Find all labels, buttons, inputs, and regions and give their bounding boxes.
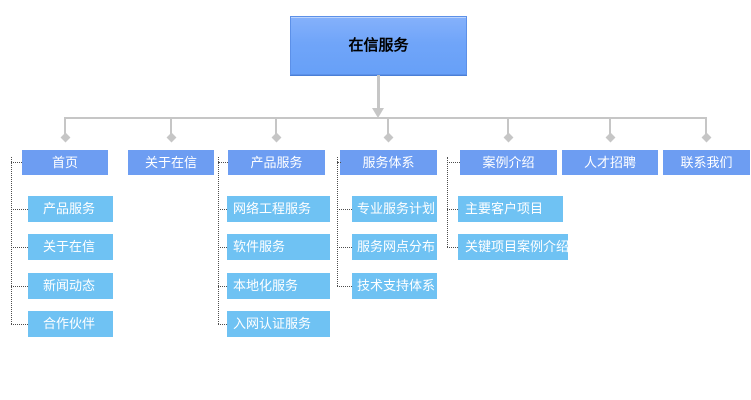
subnode-key-cases[interactable]: 关键项目案例介绍 [458,234,568,260]
connector-stub [705,119,707,134]
dotted-stub [218,162,228,163]
dotted-stub [11,209,28,210]
connector-stub [64,119,66,134]
connector-stub [275,119,277,134]
dotted-stub [11,162,22,163]
subnode-network-engineering[interactable]: 网络工程服务 [227,196,330,222]
connector-rail [64,117,707,119]
dotted-stub [218,209,227,210]
dotted-stub [447,162,460,163]
diamond-arrow-icon [383,132,394,143]
dotted-stub [11,286,28,287]
dotted-stub [447,247,458,248]
dotted-stub [11,324,28,325]
nav-node-recruitment[interactable]: 人才招聘 [562,150,658,175]
diamond-arrow-icon [503,132,514,143]
subnode-service-plan[interactable]: 专业服务计划 [352,196,437,222]
connector-stub [170,119,172,134]
subnode-service-network[interactable]: 服务网点分布 [352,234,437,260]
dotted-stub [11,247,28,248]
subnode-major-clients[interactable]: 主要客户项目 [458,196,563,222]
subnode-localization[interactable]: 本地化服务 [227,273,330,299]
dotted-vline [218,157,219,324]
dotted-stub [447,209,458,210]
diamond-arrow-icon [701,132,712,143]
dotted-stub [218,247,227,248]
dotted-vline [337,157,338,286]
dotted-stub [218,286,227,287]
diamond-arrow-icon [605,132,616,143]
dotted-stub [337,209,352,210]
dotted-vline [447,157,448,247]
dotted-stub [337,286,352,287]
dotted-stub [337,247,352,248]
diamond-arrow-icon [166,132,177,143]
subnode-software[interactable]: 软件服务 [227,234,330,260]
subnode-certification[interactable]: 入网认证服务 [227,311,330,337]
nav-node-cases[interactable]: 案例介绍 [460,150,557,175]
nav-node-contact[interactable]: 联系我们 [663,150,750,175]
subnode-product-services[interactable]: 产品服务 [28,196,113,222]
nav-node-service-system[interactable]: 服务体系 [340,150,437,175]
subnode-about[interactable]: 关于在信 [28,234,113,260]
connector-trunk [377,75,380,110]
subnode-partners[interactable]: 合作伙伴 [28,311,113,337]
dotted-stub [337,162,341,163]
nav-node-products[interactable]: 产品服务 [228,150,325,175]
subnode-news[interactable]: 新闻动态 [28,273,113,299]
subnode-tech-support[interactable]: 技术支持体系 [352,273,437,299]
nav-node-about[interactable]: 关于在信 [128,150,214,175]
dotted-vline [11,157,12,324]
dotted-stub [218,324,227,325]
diamond-arrow-icon [60,132,71,143]
root-node[interactable]: 在信服务 [290,16,467,75]
connector-stub [387,119,389,134]
diamond-arrow-icon [271,132,282,143]
connector-stub [507,119,509,134]
arrow-down-icon [372,108,384,118]
nav-node-home[interactable]: 首页 [22,150,108,175]
connector-stub [609,119,611,134]
